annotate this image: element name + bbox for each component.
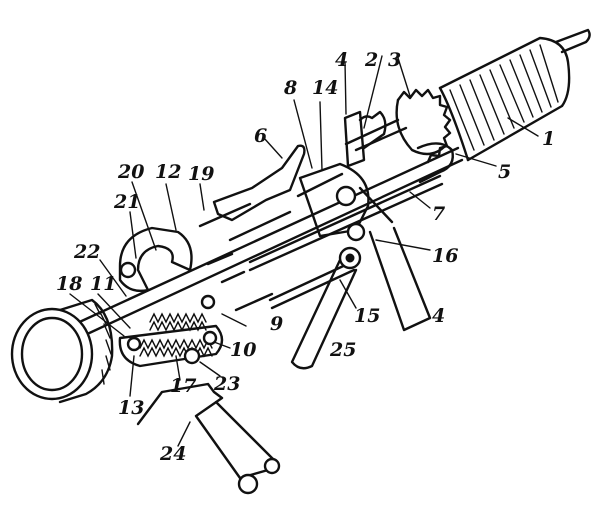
shafts bbox=[60, 118, 464, 344]
label-19: 19 bbox=[188, 163, 214, 185]
label-23: 23 bbox=[213, 373, 240, 395]
label-10: 10 bbox=[230, 339, 256, 361]
label-25: 25 bbox=[329, 339, 356, 361]
label-9: 9 bbox=[270, 313, 283, 335]
label-2: 2 bbox=[364, 49, 378, 71]
label-18: 18 bbox=[56, 273, 82, 295]
label-6: 6 bbox=[254, 125, 267, 147]
label-14: 14 bbox=[312, 77, 338, 99]
leader-lines bbox=[69, 55, 539, 447]
label-15: 15 bbox=[354, 305, 380, 327]
label-8: 8 bbox=[283, 77, 297, 99]
support-legs bbox=[290, 186, 432, 370]
hook-21 bbox=[118, 226, 193, 293]
label-1: 1 bbox=[542, 128, 555, 150]
label-13: 13 bbox=[118, 397, 144, 419]
label-21: 21 bbox=[113, 191, 140, 213]
label-5: 5 bbox=[498, 161, 511, 183]
lever-6 bbox=[212, 144, 306, 222]
motor-cylinder bbox=[438, 28, 591, 162]
label-4-top: 4 bbox=[335, 49, 348, 71]
label-7: 7 bbox=[432, 203, 445, 225]
label-17: 17 bbox=[170, 375, 196, 397]
gear-wheel bbox=[395, 88, 452, 164]
roller-drum bbox=[10, 298, 114, 404]
lever-24 bbox=[136, 382, 281, 495]
label-3: 3 bbox=[388, 49, 401, 71]
label-11: 11 bbox=[90, 273, 116, 295]
cam-piece bbox=[343, 110, 387, 168]
label-4-bottom: 4 bbox=[432, 305, 445, 327]
label-12: 12 bbox=[155, 161, 181, 183]
bracket-plate bbox=[118, 294, 224, 368]
label-16: 16 bbox=[432, 245, 458, 267]
reference-numerals: 1 2 3 4 4 5 6 7 8 9 10 11 12 13 14 15 16… bbox=[56, 49, 555, 465]
label-22: 22 bbox=[73, 241, 100, 263]
label-24: 24 bbox=[159, 443, 186, 465]
spring-lower bbox=[139, 338, 213, 358]
pivot-plate bbox=[298, 162, 370, 270]
label-20: 20 bbox=[117, 161, 144, 183]
